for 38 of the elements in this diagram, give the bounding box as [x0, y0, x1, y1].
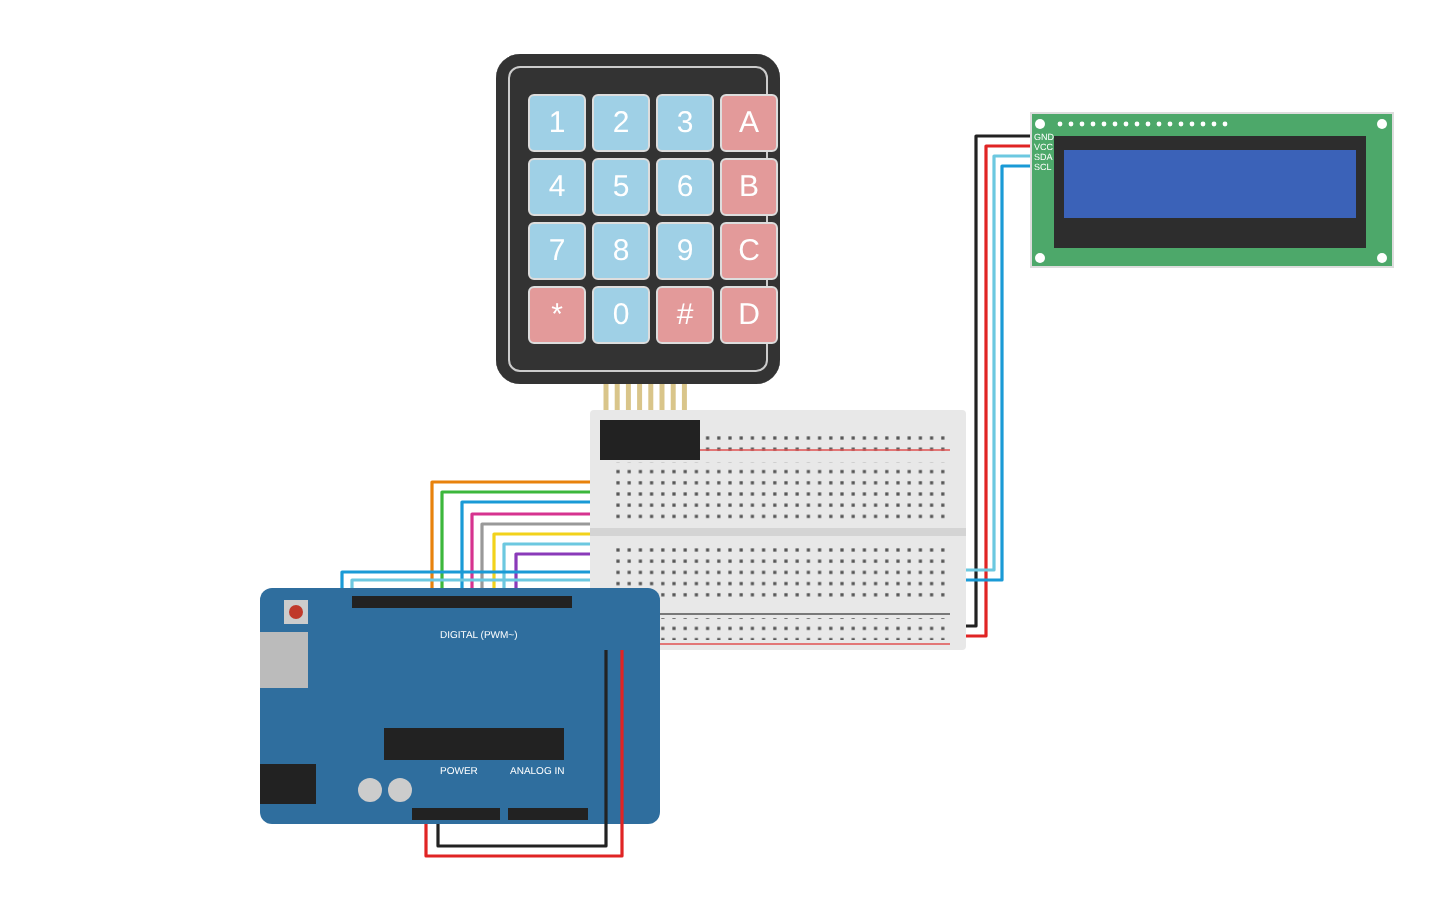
keypad-key: 1 — [528, 94, 586, 152]
keypad-key: # — [656, 286, 714, 344]
keypad-key: 2 — [592, 94, 650, 152]
wire — [340, 570, 590, 588]
keypad-key: 8 — [592, 222, 650, 280]
connector-pin — [681, 384, 687, 410]
keypad-key: 4 — [528, 158, 586, 216]
lcd-module — [1030, 112, 1394, 268]
connector-pin — [670, 384, 676, 410]
keypad-key: 7 — [528, 222, 586, 280]
wire — [460, 500, 590, 588]
wire — [424, 650, 624, 858]
wire — [492, 532, 590, 588]
wire — [436, 650, 608, 848]
keypad-key: 0 — [592, 286, 650, 344]
wire — [350, 578, 590, 588]
connector-pin — [614, 384, 620, 410]
wire — [480, 522, 590, 588]
keypad — [496, 54, 780, 384]
keypad-key: 5 — [592, 158, 650, 216]
keypad-key: 9 — [656, 222, 714, 280]
keypad-key: A — [720, 94, 778, 152]
microcontroller-board — [260, 588, 660, 824]
connector-pin — [637, 384, 643, 410]
keypad-key: D — [720, 286, 778, 344]
keypad-key: * — [528, 286, 586, 344]
keypad-key: B — [720, 158, 778, 216]
keypad-key: C — [720, 222, 778, 280]
connector-pin — [603, 384, 609, 410]
connector-pin — [659, 384, 665, 410]
keypad-key: 6 — [656, 158, 714, 216]
wire — [514, 552, 590, 588]
breadboard — [590, 410, 966, 650]
connector-pin — [648, 384, 654, 410]
keypad-key: 3 — [656, 94, 714, 152]
wire — [470, 512, 590, 588]
connector-pin — [625, 384, 631, 410]
wire — [502, 542, 590, 588]
